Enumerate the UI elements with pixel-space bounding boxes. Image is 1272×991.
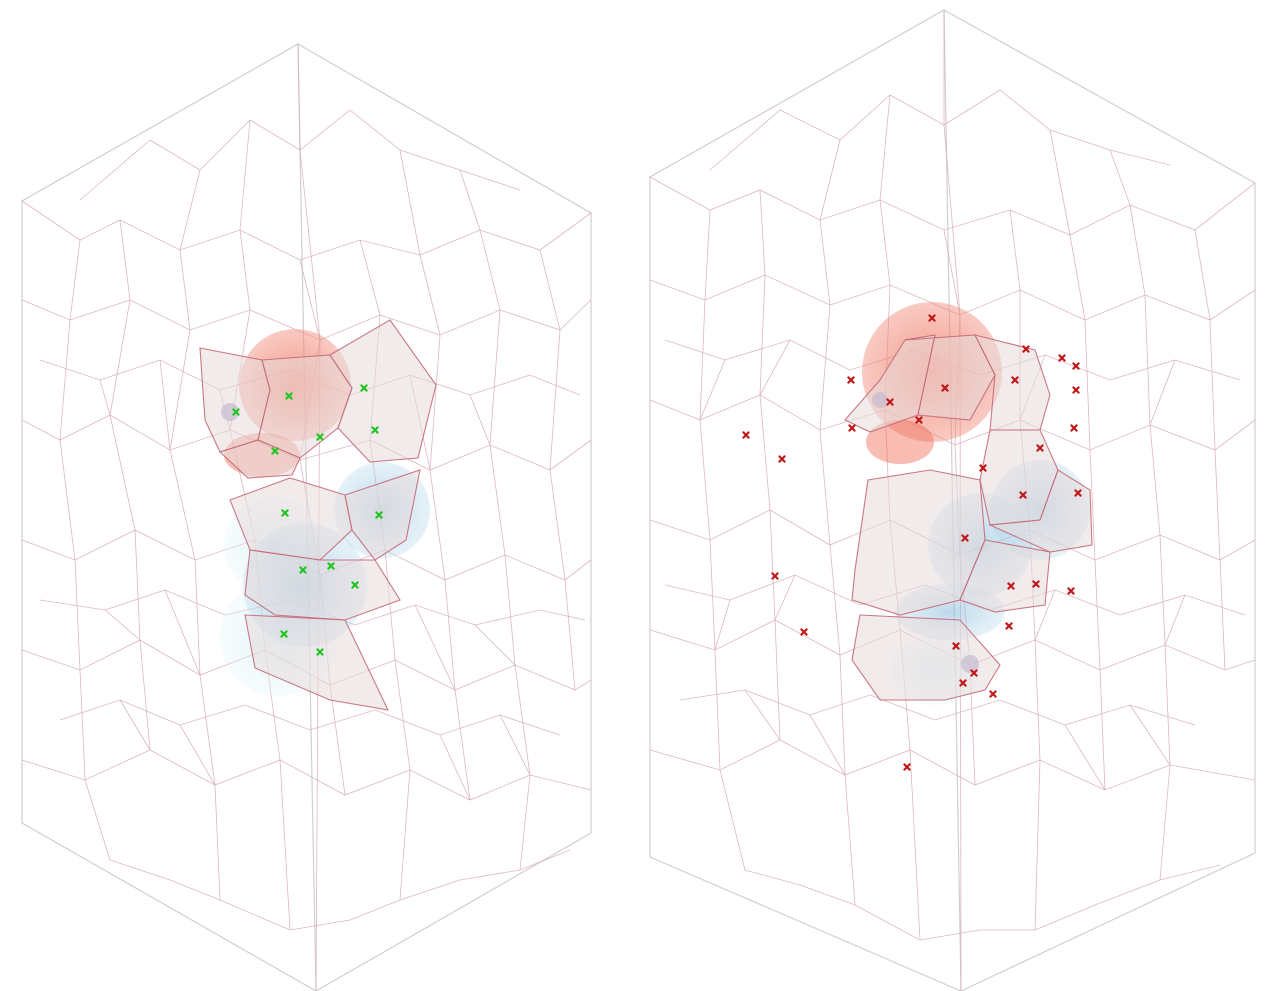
left-green-cross-marker: [360, 384, 368, 392]
right-red-cross-marker: [1067, 587, 1075, 595]
right-red-cross-marker: [1070, 424, 1078, 432]
right-highlighted-cells: [844, 334, 1093, 701]
right-cell-bottom: [851, 614, 1001, 701]
right-red-cross-marker: [1011, 376, 1019, 384]
left-cell-middle-right: [344, 469, 421, 561]
left-green-cross-marker: [280, 630, 288, 638]
right-red-cross-marker: [961, 534, 969, 542]
right-red-cross-marker: [928, 314, 936, 322]
right-red-cross-marker: [952, 642, 960, 650]
right-red-cross-marker: [847, 376, 855, 384]
left-green-cross-marker: [285, 392, 293, 400]
right-red-cross-marker: [1072, 386, 1080, 394]
right-red-cross-marker: [1022, 345, 1030, 353]
right-red-cross-marker: [979, 464, 987, 472]
right-red-cross-marker: [959, 679, 967, 687]
right-red-cross-marker: [1005, 622, 1013, 630]
right-red-cross-marker: [903, 763, 911, 771]
left-cell-red-pocket: [218, 439, 301, 479]
right-red-cross-marker: [941, 384, 949, 392]
right-red-cross-marker: [1007, 582, 1015, 590]
right-red-cross-marker: [1036, 444, 1044, 452]
left-green-cross-marker: [232, 408, 240, 416]
right-marker-layer: [742, 314, 1082, 771]
left-highlighted-cells: [199, 319, 437, 711]
left-green-cross-marker: [375, 511, 383, 519]
left-cell-upper-center: [257, 354, 353, 459]
right-red-cross-marker: [1032, 580, 1040, 588]
right-red-cross-marker: [800, 628, 808, 636]
right-red-cross-marker: [989, 690, 997, 698]
right-red-cross-marker: [1058, 354, 1066, 362]
left-green-cross-marker: [327, 562, 335, 570]
left-green-cross-marker: [351, 581, 359, 589]
right-cell-middle-right: [959, 539, 1051, 613]
left-marker-layer: [232, 384, 383, 656]
right-red-cross-marker: [1072, 362, 1080, 370]
left-green-cross-marker: [271, 447, 279, 455]
left-green-cross-marker: [299, 566, 307, 574]
right-red-cross-marker: [848, 424, 856, 432]
right-panel: [649, 9, 1256, 991]
right-red-cross-marker: [1074, 489, 1082, 497]
left-green-cross-marker: [316, 648, 324, 656]
right-red-cross-marker: [1019, 491, 1027, 499]
left-green-cross-marker: [316, 433, 324, 441]
left-cell-lower-center: [244, 549, 401, 621]
left-panel: [21, 43, 592, 991]
right-red-cross-marker: [742, 431, 750, 439]
left-green-cross-marker: [371, 426, 379, 434]
right-sphere-red-small: [866, 420, 934, 464]
right-red-cross-marker: [771, 572, 779, 580]
left-cell-upper-right: [329, 319, 437, 463]
left-green-cross-marker: [281, 509, 289, 517]
right-red-cross-marker: [886, 398, 894, 406]
right-red-cross-marker: [970, 669, 978, 677]
left-cell-bottom: [244, 614, 389, 711]
right-red-cross-marker: [915, 416, 923, 424]
right-red-cross-marker: [778, 455, 786, 463]
